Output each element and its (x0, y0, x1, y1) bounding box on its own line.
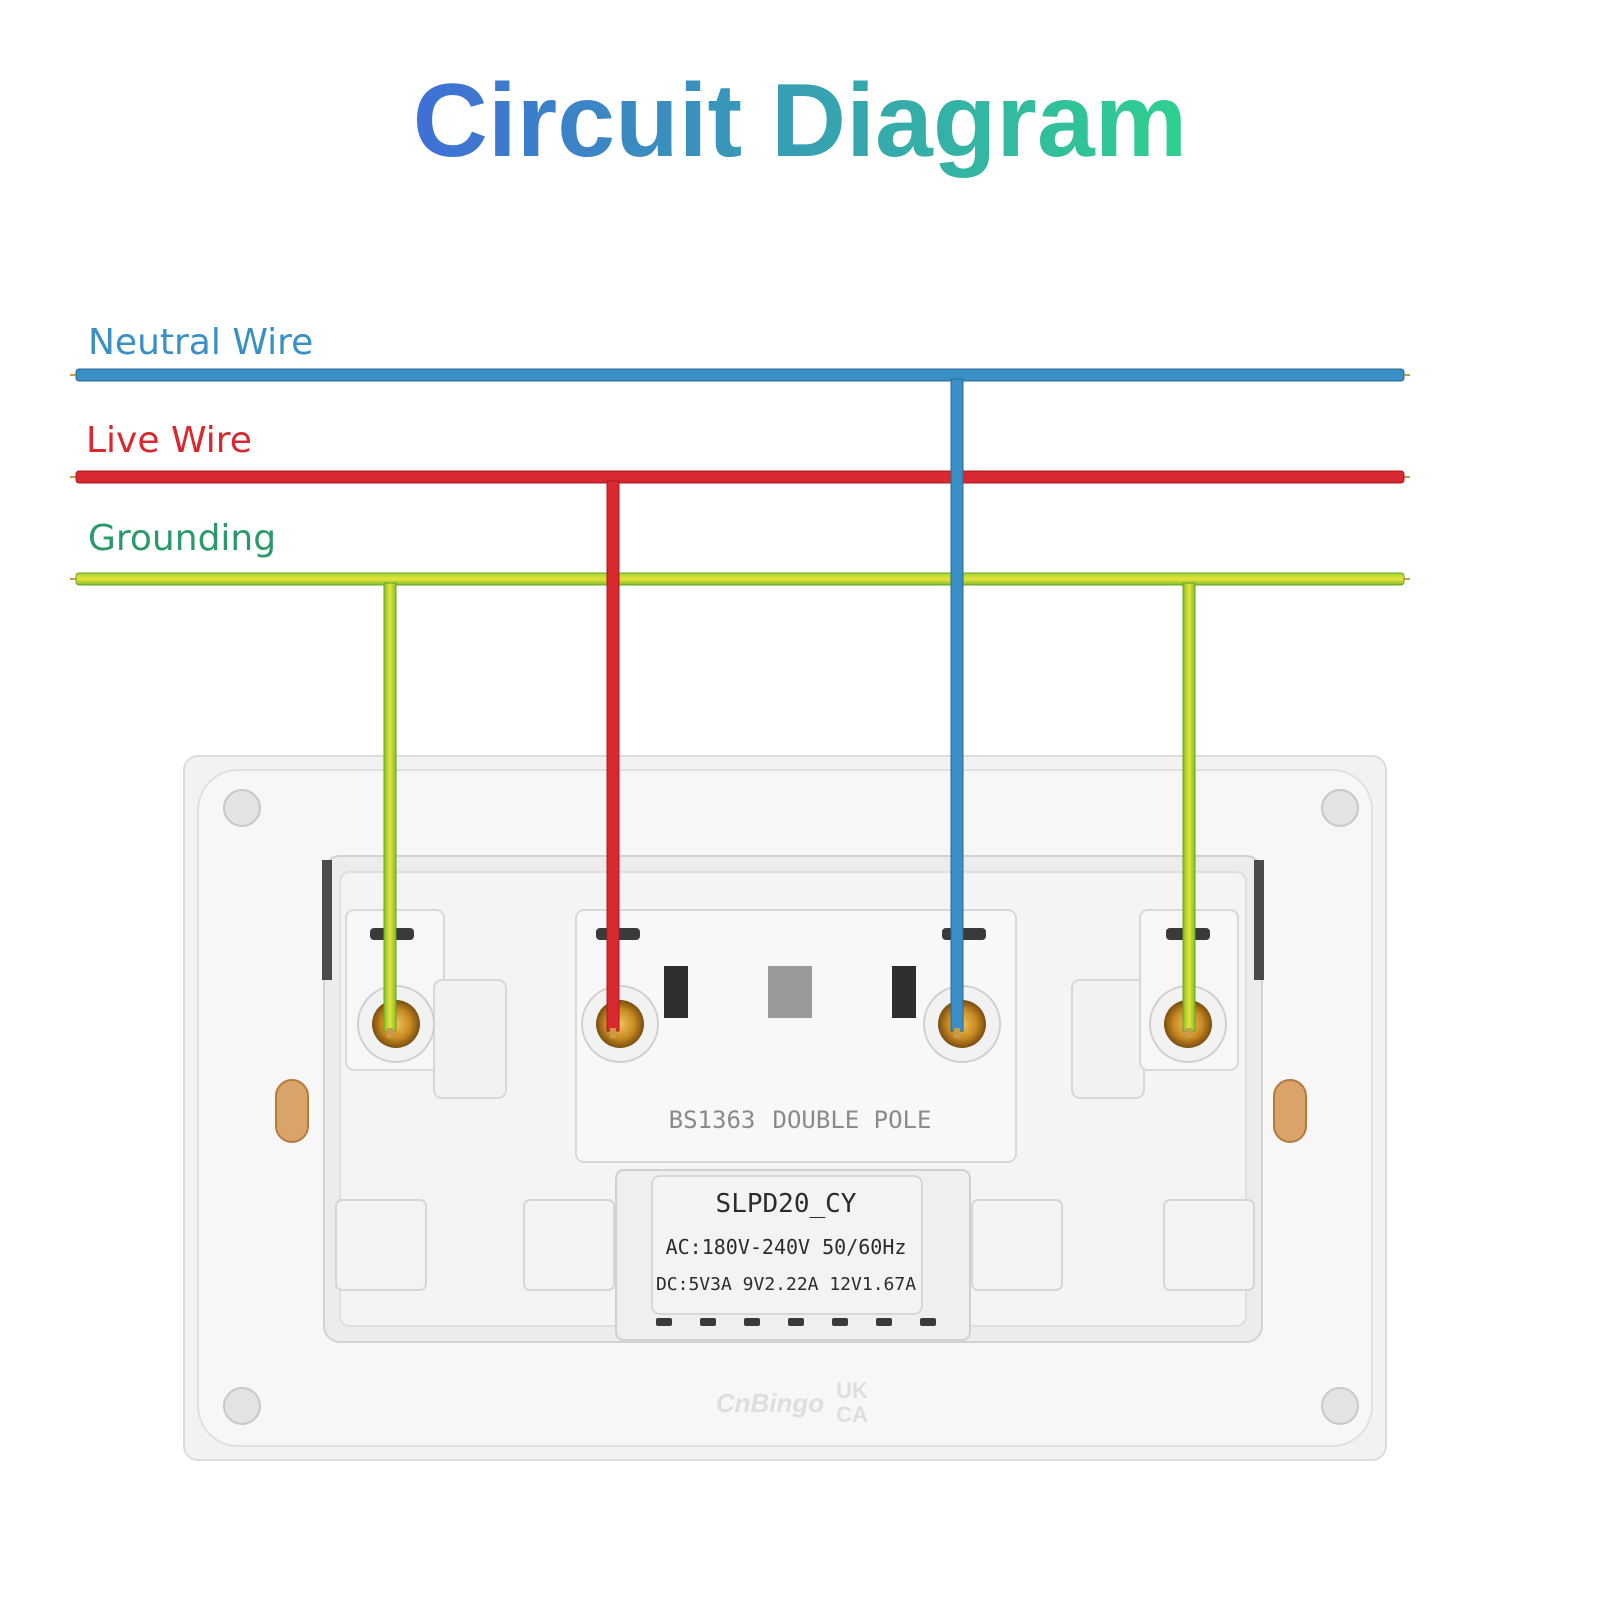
mounting-slot (1273, 1079, 1307, 1143)
grounding-wire-label: Grounding (88, 518, 276, 559)
ukca-mark-bottom: CA (836, 1402, 868, 1427)
live-wire-label: Live Wire (86, 420, 252, 461)
live-drop-wire (606, 480, 620, 1032)
vent-slots (656, 1318, 936, 1326)
ground-drop-wire-left (383, 582, 397, 1032)
neutral-wire (70, 368, 1410, 382)
neutral-wire-label: Neutral Wire (88, 322, 313, 363)
dc-rating-text: DC:5V3A 9V2.22A 12V1.67A (656, 1274, 916, 1295)
standard-text: BS1363 (669, 1106, 756, 1134)
mounting-slot (275, 1079, 309, 1143)
pole-text: DOUBLE POLE (773, 1106, 932, 1134)
spec-label (651, 1175, 923, 1315)
grounding-wire (70, 572, 1410, 586)
mounting-hole (1321, 789, 1359, 827)
socket-back-plate: BS1363 DOUBLE POLE SLPD20_CY AC:180V-240… (183, 755, 1387, 1461)
neutral-drop-wire (950, 378, 964, 1032)
mounting-hole (1321, 1387, 1359, 1425)
live-wire (70, 470, 1410, 484)
mounting-hole (223, 1387, 261, 1425)
page-title: Circuit Diagram (413, 63, 1187, 179)
ground-drop-wire-right (1182, 582, 1196, 1032)
ac-rating-text: AC:180V-240V 50/60Hz (666, 1235, 907, 1259)
ukca-mark-top: UK (836, 1378, 868, 1403)
brand-logo: CnBingo (716, 1388, 824, 1418)
model-text: SLPD20_CY (716, 1189, 857, 1219)
mounting-hole (223, 789, 261, 827)
